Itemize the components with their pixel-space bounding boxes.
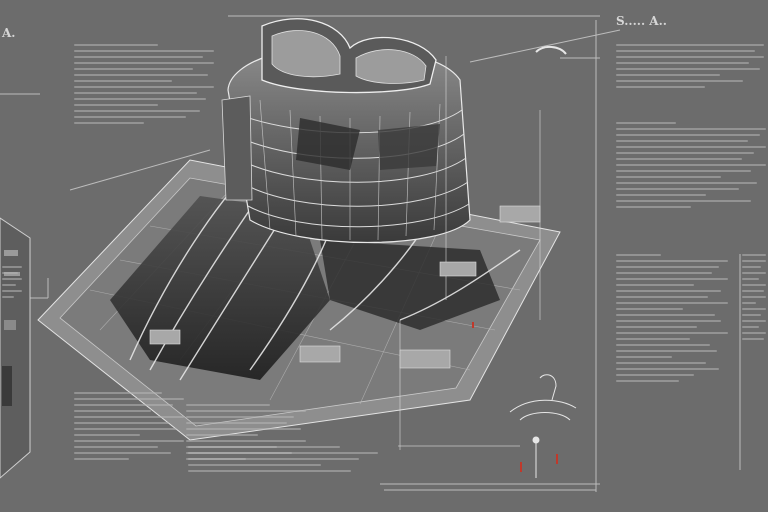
red-markers — [472, 322, 558, 472]
left-detail-panel — [0, 217, 31, 479]
text-block-bottom-center — [188, 446, 378, 476]
text-block-left-top — [74, 44, 214, 128]
isometric-building-drawing — [37, 18, 561, 450]
text-block-right-top — [616, 44, 764, 92]
structural-detail-sketch — [509, 46, 577, 478]
text-block-right-middle — [616, 122, 766, 212]
heading-top-left: A. — [2, 26, 16, 40]
text-block-right-lower-b — [742, 254, 766, 344]
text-block-bottom-left — [74, 392, 184, 464]
text-block-left-edge — [2, 266, 22, 302]
heading-top-right: S..... A.. — [616, 14, 667, 28]
frame-lines — [0, 15, 741, 492]
text-block-right-lower-a — [616, 254, 728, 386]
